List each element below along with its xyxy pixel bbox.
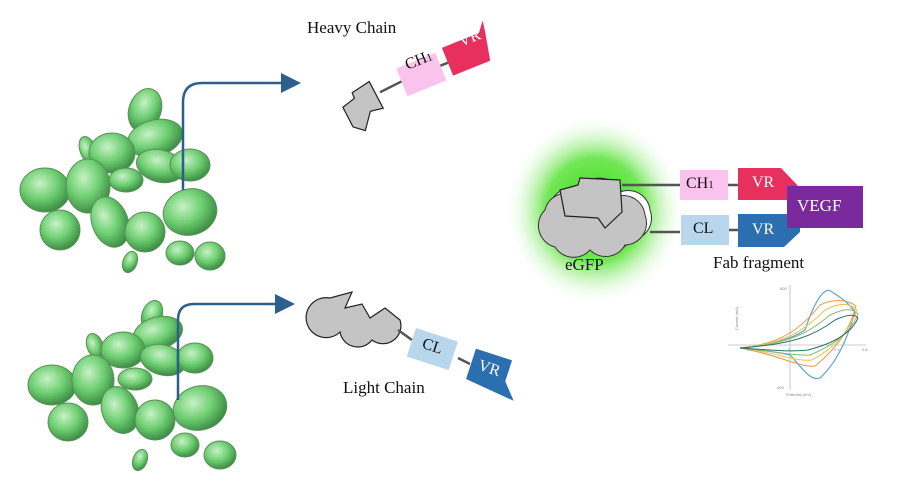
cv-curve-3: [739, 303, 858, 361]
vegf-label: VEGF: [797, 196, 842, 215]
inset-y-label: Current (mA): [734, 306, 739, 330]
inset-y-tick: -600: [776, 385, 785, 390]
ch1-label-fab: CH1: [686, 175, 714, 193]
cv-curve-4: [739, 309, 859, 356]
cl-domain-fab: [681, 215, 729, 245]
inset-x-tick: 0.8: [862, 347, 868, 352]
cv-curve-2: [739, 300, 857, 367]
heavy-chain-fragment-shape: [342, 80, 385, 132]
arrow-to-heavy-chain: [181, 73, 301, 190]
fab-fragment: [622, 168, 863, 247]
inset-cyclic-voltammetry-chart: -0.6 0 0.4 0.8 800 -600 Potential (mV) C…: [728, 285, 868, 397]
inset-y-tick: 800: [780, 286, 787, 291]
inset-x-tick: -0.6: [746, 347, 754, 352]
yeast-cell-cluster-bottom: [27, 299, 237, 472]
heavy-chain-protein: [342, 20, 491, 132]
cl-domain-light: [406, 327, 458, 371]
ch1-domain-fab: [680, 170, 728, 200]
vr-domain-light: [466, 348, 514, 401]
ch1-domain-heavy: [396, 52, 447, 97]
fab-fragment-label: Fab fragment: [713, 253, 805, 272]
egfp-label: eGFP: [565, 255, 604, 274]
inset-x-label: Potential (mV): [786, 392, 812, 397]
vr-label-fab-heavy: VR: [752, 174, 775, 191]
heavy-chain-label: Heavy Chain: [307, 18, 397, 37]
vegf-domain: [787, 186, 863, 228]
cv-curve-1: [739, 289, 856, 380]
light-chain-protein: [305, 291, 514, 401]
inset-x-tick: 0: [788, 347, 791, 352]
yeast-cell-cluster-top: [19, 88, 226, 274]
vr-domain-fab-light: [738, 214, 800, 247]
egfp-protein: [538, 177, 653, 258]
ch1-subscript: 1: [708, 179, 714, 191]
arrow-to-light-chain: [176, 294, 295, 400]
inset-x-tick: 0.4: [834, 347, 840, 352]
cl-label-fab: CL: [693, 220, 714, 237]
light-chain-fragment-shape: [305, 291, 402, 348]
light-chain-label: Light Chain: [343, 378, 425, 397]
vr-domain-heavy: [441, 20, 491, 76]
cv-curve-5: [739, 314, 859, 352]
vr-label-fab-light: VR: [752, 221, 775, 238]
vr-domain-fab-heavy: [738, 168, 800, 200]
ch1-text: CH: [686, 175, 709, 192]
